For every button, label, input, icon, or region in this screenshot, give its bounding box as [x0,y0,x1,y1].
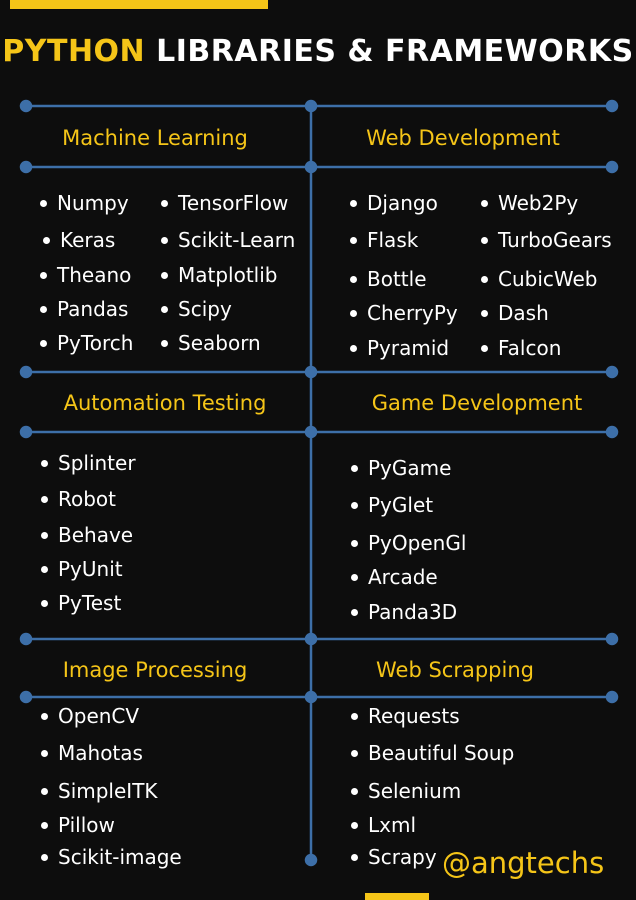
list-item: PyOpenGl [351,531,466,555]
bullet-icon [351,787,358,795]
list-item: TurboGears [481,228,612,252]
heading-machine-learning: Machine Learning [62,126,248,150]
bullet-icon [351,749,358,757]
bullet-icon [481,275,488,283]
bullet-icon [351,464,358,472]
list-item: Lxml [351,813,416,837]
bullet-icon [351,853,358,861]
bullet-icon [40,339,47,347]
heading-image-processing: Image Processing [62,658,248,682]
top-accent-bar [10,0,268,9]
list-item: Splinter [41,451,136,475]
bullet-icon [41,459,48,467]
bullet-icon [351,501,358,509]
list-item: Mahotas [41,741,143,765]
bullet-icon [41,821,48,829]
bullet-icon [41,749,48,757]
bullet-icon [41,495,48,503]
list-item: OpenCV [41,704,139,728]
list-item: PyUnit [41,557,123,581]
heading-game-development: Game Development [371,391,583,415]
list-item: Web2Py [481,191,578,215]
author-handle: @angtechs [442,846,605,880]
bullet-icon [351,712,358,720]
title-python: PYTHON [2,34,146,69]
bullet-icon [40,271,47,279]
heading-web-scrapping: Web Scrapping [376,658,534,682]
bullet-icon [161,236,168,244]
bullet-icon [350,275,357,283]
bullet-icon [351,608,358,616]
bullet-icon [41,565,48,573]
bullet-icon [41,787,48,795]
list-item: Dash [481,301,549,325]
list-item: Numpy [40,191,129,215]
page-title: PYTHON LIBRARIES & FRAMEWORKS [0,34,636,69]
list-item: PyGame [351,456,451,480]
bullet-icon [351,573,358,581]
list-item: PyTest [41,591,121,615]
bullet-icon [40,305,47,313]
bullet-icon [41,853,48,861]
list-item: Pyramid [350,336,449,360]
list-item: Keras [43,228,115,252]
list-item: Robot [41,487,116,511]
list-item: Flask [350,228,418,252]
list-item: PyTorch [40,331,133,355]
bullet-icon [350,309,357,317]
bullet-icon [161,271,168,279]
bullet-icon [481,344,488,352]
bullet-icon [41,712,48,720]
list-item: CubicWeb [481,267,598,291]
list-item: Arcade [351,565,438,589]
list-item: Falcon [481,336,561,360]
list-item: CherryPy [350,301,458,325]
bullet-icon [350,199,357,207]
bottom-accent-bar [365,893,429,900]
bullet-icon [161,199,168,207]
list-item: TensorFlow [161,191,288,215]
list-item: Matplotlib [161,263,278,287]
list-item: Selenium [351,779,461,803]
list-item: Requests [351,704,460,728]
bullet-icon [161,339,168,347]
bullet-icon [43,236,50,244]
bullet-icon [351,539,358,547]
heading-automation-testing: Automation Testing [63,391,267,415]
bullet-icon [351,821,358,829]
bullet-icon [481,236,488,244]
list-item: Scipy [161,297,232,321]
list-item: Seaborn [161,331,261,355]
bullet-icon [40,199,47,207]
list-item: SimpleITK [41,779,158,803]
list-item: PyGlet [351,493,433,517]
bullet-icon [350,236,357,244]
bullet-icon [350,344,357,352]
list-item: Django [350,191,438,215]
list-item: Pandas [40,297,128,321]
list-item: Behave [41,523,133,547]
list-item: Scikit-Learn [161,228,295,252]
bullet-icon [481,309,488,317]
list-item: Panda3D [351,600,457,624]
list-item: Theano [40,263,131,287]
list-item: Beautiful Soup [351,741,514,765]
list-item: Scrapy [351,845,437,869]
list-item: Bottle [350,267,427,291]
title-libraries-frameworks: LIBRARIES & FRAMEWORKS [156,34,634,69]
bullet-icon [481,199,488,207]
list-item: Pillow [41,813,115,837]
heading-web-development: Web Development [366,126,560,150]
bullet-icon [41,531,48,539]
list-item: Scikit-image [41,845,182,869]
bullet-icon [41,599,48,607]
bullet-icon [161,305,168,313]
